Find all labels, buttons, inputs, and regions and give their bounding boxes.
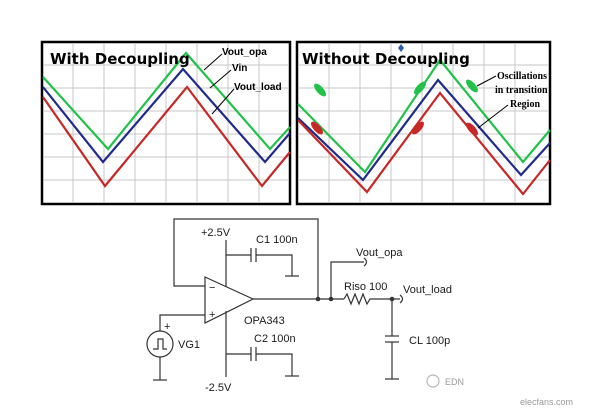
- scope-grid: [43, 43, 289, 203]
- input-wire: [159, 314, 205, 331]
- trace-vout-opa: [297, 58, 551, 174]
- annotation-arrows: [476, 75, 509, 129]
- c1-label: C1 100n: [256, 234, 298, 246]
- junction-dot: [328, 296, 334, 302]
- oscillation-marker-green: [466, 79, 478, 93]
- vout-load-label: Vout_load: [403, 284, 452, 296]
- opamp-label: OPA343: [244, 315, 285, 327]
- feedback-wire: [173, 218, 319, 299]
- riso-resistor: [343, 292, 392, 306]
- c2-label: C2 100n: [254, 333, 296, 345]
- vout-opa-probe-wire: [330, 261, 364, 299]
- signal-source-vg1: [146, 330, 174, 358]
- annotation-line-1: Oscillations: [497, 71, 547, 82]
- supply-pos-label: +2.5V: [201, 227, 231, 239]
- label-vout-opa: Vout_opa: [222, 47, 267, 58]
- oscillation-markers: [311, 79, 478, 136]
- watermark: EDN elecfans.com: [426, 374, 573, 407]
- oscillation-marker-red: [466, 122, 478, 136]
- probe-tip: [363, 257, 368, 267]
- cursor-marker: [398, 44, 404, 52]
- oscillation-marker-green: [414, 81, 426, 95]
- oscillation-marker-green: [314, 83, 326, 97]
- junction-dot: [389, 296, 395, 302]
- trace-vout-opa: [42, 51, 291, 151]
- label-vin: Vin: [232, 63, 247, 74]
- source-plus-sign: +: [164, 321, 170, 333]
- watermark-left: EDN: [445, 377, 464, 387]
- schematic: [146, 218, 404, 381]
- scope-grid: [298, 43, 549, 203]
- annotation-line-2: in transition: [495, 85, 548, 96]
- junction-dots: [315, 296, 395, 302]
- opamp-symbol: [204, 276, 255, 324]
- probe-tip: [399, 294, 404, 304]
- label-vout-load: Vout_load: [234, 82, 282, 93]
- oscillation-marker-red: [412, 121, 424, 135]
- watermark-right: elecfans.com: [520, 397, 573, 407]
- label-arrows: [203, 53, 235, 115]
- opamp-plus-sign: +: [209, 309, 215, 321]
- junction-dot: [315, 296, 321, 302]
- opamp-minus-sign: −: [209, 282, 215, 294]
- trace-vout-load: [42, 85, 291, 188]
- panel-title-right: Without Decoupling: [302, 50, 470, 68]
- c1-ground-wire: [256, 254, 293, 276]
- trace-vin: [42, 67, 291, 164]
- oscillation-marker-red: [311, 121, 323, 135]
- watermark-logo-icon: [426, 374, 440, 388]
- supply-neg-label: -2.5V: [205, 382, 232, 394]
- scope-panel-without-decoupling: Without Decoupling Oscillations in trans…: [295, 40, 552, 206]
- c2-ground-wire: [256, 353, 293, 376]
- source-label: VG1: [178, 339, 200, 351]
- trace-vout-load: [297, 91, 551, 196]
- cl-label: CL 100p: [409, 335, 450, 347]
- trace-vin: [297, 78, 551, 182]
- step-waveform-icon: [153, 338, 167, 350]
- scope-panel-with-decoupling: With Decoupling Vout_opa Vin Vout_load: [40, 40, 292, 206]
- panel-title-left: With Decoupling: [50, 50, 190, 68]
- vout-opa-label: Vout_opa: [356, 247, 403, 259]
- annotation-line-3: Region: [510, 99, 540, 110]
- riso-label: Riso 100: [344, 281, 387, 293]
